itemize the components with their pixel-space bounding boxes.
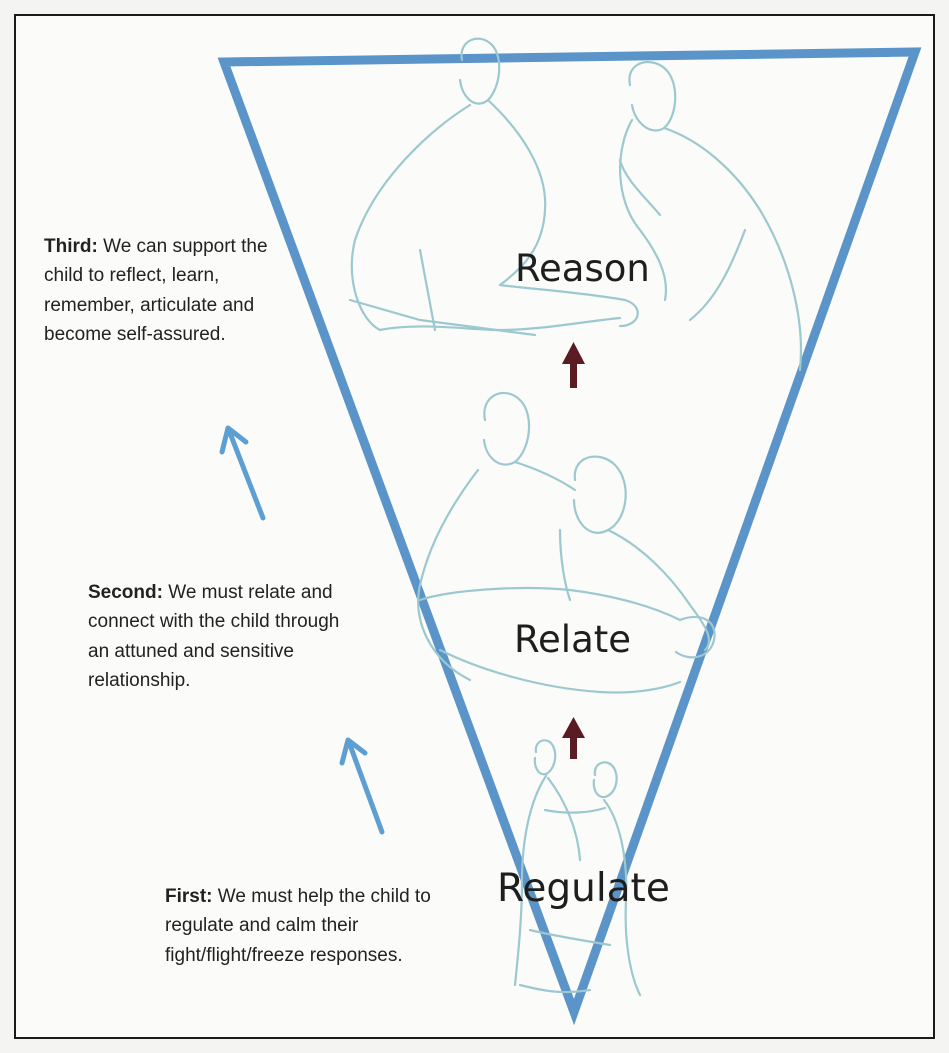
figures-reason-illustration <box>350 39 801 370</box>
step-first-lead: First: <box>165 886 213 907</box>
up-arrow-icon <box>562 342 585 388</box>
step-third-lead: Third: <box>44 236 98 257</box>
up-arrow-icon <box>562 717 585 759</box>
step-first-text: First: We must help the child to regulat… <box>165 882 455 970</box>
step-second-text: Second: We must relate and connect with … <box>88 578 363 696</box>
stage-label-reason: Reason <box>515 247 650 290</box>
step-third-text: Third: We can support the child to refle… <box>44 232 299 350</box>
side-arrow-upper <box>222 428 263 518</box>
step-second-lead: Second: <box>88 582 163 603</box>
stage-label-regulate: Regulate <box>497 866 670 911</box>
stage-label-relate: Relate <box>514 618 631 661</box>
side-arrow-lower <box>342 740 382 832</box>
